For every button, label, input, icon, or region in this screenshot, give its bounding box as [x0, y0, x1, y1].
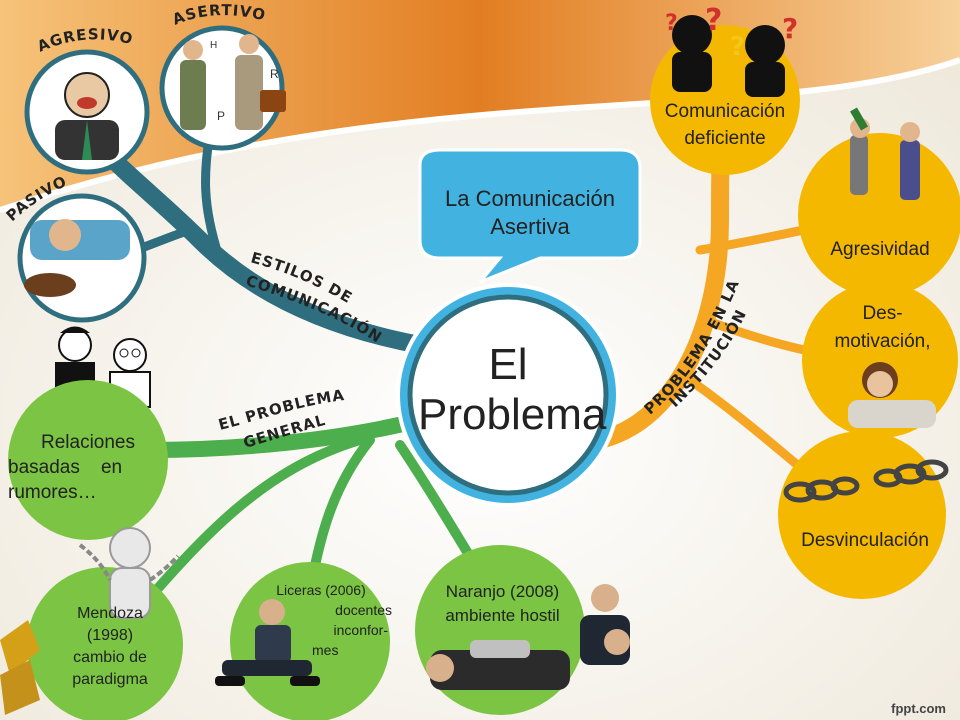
bubble-line-2: Asertiva — [490, 214, 570, 239]
branch-estilos — [86, 131, 429, 354]
naranjo-text: Naranjo (2008) ambiente hostil — [420, 580, 585, 628]
assertive-speech-bubble — [418, 148, 642, 284]
comunicacion-line-2: deficiente — [684, 128, 766, 149]
bubble-text: La Comunicación Asertiva — [420, 185, 640, 241]
svg-text:?: ? — [665, 11, 678, 36]
center-title: El Problema — [418, 340, 607, 440]
mendoza-text: Mendoza (1998) cambio de paradigma — [50, 603, 170, 691]
asertivo-letter-p: P — [217, 109, 225, 123]
mendoza-line-1: Mendoza — [77, 605, 143, 622]
relaciones-line-2: basadas en — [8, 457, 123, 478]
header-highlight — [0, 57, 960, 213]
liceras-text: Liceras (2006) docentes inconfor- mes — [246, 580, 396, 660]
center-line-2: Problema — [418, 390, 607, 439]
node-desmotivacion — [802, 282, 958, 438]
relaciones-line-1: Relaciones — [41, 432, 135, 453]
svg-text:?: ? — [730, 32, 745, 62]
gold-bars-image — [0, 620, 40, 715]
liceras-line-4: mes — [312, 642, 339, 658]
naranjo-line-2: ambiente hostil — [445, 606, 560, 625]
fighting-men-image — [426, 584, 630, 690]
pasivo-image — [17, 193, 147, 323]
mendoza-line-2: (1998) — [86, 627, 134, 644]
desmotivacion-line-2: motivación, — [834, 331, 931, 352]
relaciones-line-3: rumores… — [8, 482, 97, 503]
broken-chain-image — [783, 459, 949, 503]
desmotivacion-text: Des- motivación, — [810, 300, 955, 356]
branch-general — [142, 412, 428, 458]
desmotivacion-line-1: Des- — [862, 303, 903, 324]
mendoza-line-3: cambio de — [73, 649, 147, 666]
svg-text:?: ? — [705, 3, 722, 38]
agresividad-text: Agresividad — [830, 239, 930, 260]
bored-girl-image — [848, 362, 936, 428]
liceras-line-3: inconfor- — [333, 622, 388, 638]
center-inner-circle — [407, 294, 609, 496]
bubble-line-1: La Comunicación — [445, 186, 615, 211]
mendoza-line-4: paradigma — [72, 671, 148, 688]
center-line-1: El — [488, 340, 528, 389]
sitting-man-image — [215, 599, 320, 686]
liceras-line-2: docentes — [335, 602, 392, 618]
comunicacion-line-1: Comunicación — [664, 101, 786, 122]
chained-figure-image — [78, 527, 180, 619]
asertivo-image: H R P — [159, 25, 286, 151]
confused-silhouettes-image: ? ? ? ? — [665, 3, 798, 97]
naranjo-line-1: Naranjo (2008) — [445, 582, 560, 601]
comunicacion-text: Comunicación deficiente — [645, 98, 805, 152]
asertivo-letter-r: R — [270, 67, 279, 81]
footer-brand: fppt.com — [891, 701, 946, 716]
liceras-line-1: Liceras (2006) — [276, 582, 366, 598]
svg-text:?: ? — [782, 12, 798, 45]
asertivo-letter-h: H — [210, 40, 217, 51]
node-relaciones — [8, 380, 168, 540]
node-agresividad — [798, 133, 960, 297]
relaciones-text: Relaciones basadas en rumores… — [8, 430, 168, 505]
agresivo-image — [24, 49, 150, 175]
node-desvinculacion — [778, 431, 946, 599]
desvinculacion-text: Desvinculación — [801, 530, 929, 551]
bottle-fight-image — [850, 107, 920, 200]
